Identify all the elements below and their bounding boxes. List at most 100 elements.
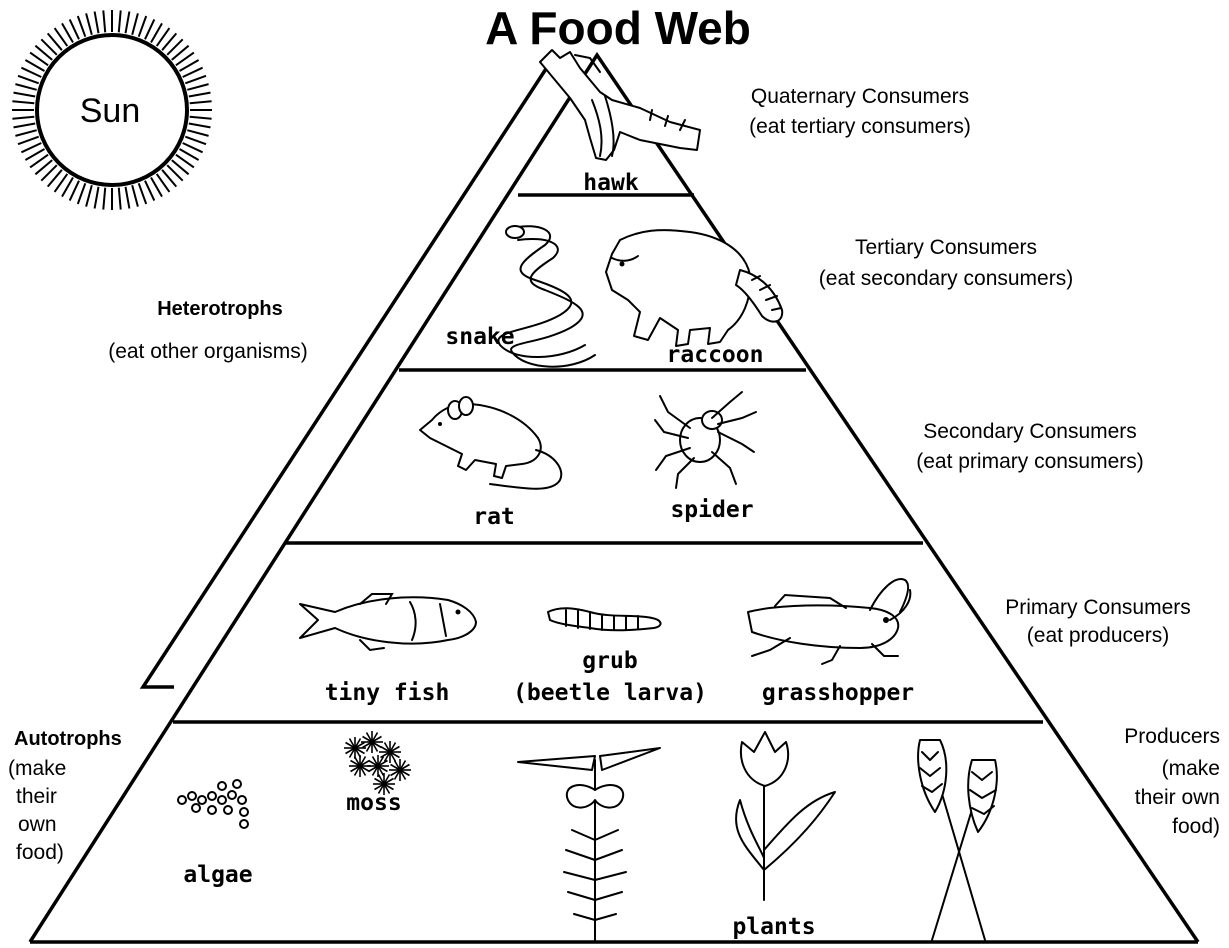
sun-ray bbox=[20, 66, 42, 78]
producers-desc-line-1: (make bbox=[1162, 757, 1220, 780]
sun-ray bbox=[188, 91, 211, 98]
label-rat: rat bbox=[473, 504, 515, 530]
sun-ray bbox=[189, 100, 212, 105]
sun-ray bbox=[15, 129, 37, 137]
sun-ray bbox=[166, 38, 184, 56]
sun-ray bbox=[85, 13, 93, 35]
quaternary-description: (eat tertiary consumers) bbox=[749, 115, 971, 138]
heterotroph-bracket bbox=[139, 54, 557, 689]
sun-rays bbox=[12, 10, 212, 210]
sun-ray bbox=[24, 148, 45, 161]
sun-ray bbox=[61, 22, 74, 43]
sun-ray bbox=[17, 74, 40, 85]
sun-ray bbox=[144, 18, 156, 40]
wheat-drawing bbox=[917, 739, 998, 941]
snake-drawing bbox=[497, 225, 596, 368]
label-moss: moss bbox=[346, 790, 401, 816]
sun-ray bbox=[124, 11, 131, 34]
label-grasshopper: grasshopper bbox=[762, 680, 914, 706]
sun-ray bbox=[40, 164, 58, 182]
sun-ray bbox=[155, 173, 171, 193]
sun-ray bbox=[182, 66, 204, 78]
sun-ray bbox=[13, 122, 36, 129]
sun-ray bbox=[20, 142, 42, 154]
sun-ray bbox=[117, 187, 122, 210]
producers-desc-line-2: their own bbox=[1135, 786, 1220, 809]
sun-ray bbox=[13, 91, 36, 98]
sun-ray bbox=[137, 182, 148, 205]
sun-ray bbox=[34, 44, 53, 61]
tiny-fish-drawing bbox=[299, 593, 477, 652]
hawk-drawing bbox=[539, 49, 701, 161]
sun-ray bbox=[46, 32, 63, 51]
autotrophs-desc-line-2: their bbox=[16, 785, 57, 808]
producers-title: Producers bbox=[1124, 725, 1220, 748]
sun-ray bbox=[161, 32, 178, 51]
sun-ray bbox=[61, 177, 74, 198]
heterotrophs-description: (eat other organisms) bbox=[108, 340, 308, 363]
tertiary-title: Tertiary Consumers bbox=[855, 236, 1037, 259]
producers-desc-line-3: food) bbox=[1172, 815, 1220, 838]
sun-ray bbox=[182, 142, 204, 154]
grasshopper-drawing bbox=[747, 578, 912, 665]
sun-ray bbox=[189, 115, 212, 120]
sun-ray bbox=[68, 18, 80, 40]
label-algae: algae bbox=[183, 862, 252, 888]
sun-ray bbox=[117, 10, 122, 33]
sun-ray bbox=[131, 185, 139, 207]
sun-ray bbox=[24, 59, 45, 72]
label-spider: spider bbox=[670, 497, 753, 523]
sun-ray bbox=[93, 11, 100, 34]
pyramid-outer-outline bbox=[28, 51, 1200, 943]
sun-ray bbox=[85, 185, 93, 207]
grub-drawing bbox=[547, 607, 662, 632]
label-tiny-fish: tiny fish bbox=[325, 680, 450, 706]
sun-ray bbox=[46, 169, 63, 188]
sun-ray bbox=[76, 15, 87, 38]
sun-ray bbox=[187, 83, 209, 91]
sun-ray bbox=[124, 186, 131, 209]
spider-drawing bbox=[654, 391, 757, 489]
moss-tuft bbox=[373, 773, 395, 795]
label-hawk: hawk bbox=[583, 170, 639, 196]
sun-ray bbox=[155, 27, 171, 47]
sun-ray bbox=[76, 182, 87, 205]
sun-ray bbox=[12, 115, 35, 120]
sun-ray bbox=[171, 159, 190, 176]
sun-ray bbox=[68, 180, 80, 202]
sun-label: Sun bbox=[80, 92, 141, 130]
label-plants: plants bbox=[732, 914, 815, 940]
sun-ray bbox=[53, 173, 69, 193]
sun-ray bbox=[53, 27, 69, 47]
sun-ray bbox=[150, 22, 163, 43]
sun-ray bbox=[40, 38, 58, 56]
sun-ray bbox=[12, 100, 35, 105]
autotrophs-desc-line-3: own bbox=[18, 813, 57, 836]
moss-drawing bbox=[344, 731, 411, 795]
sun-ray bbox=[34, 159, 53, 176]
heterotrophs-title: Heterotrophs bbox=[157, 298, 283, 320]
tulip-drawing bbox=[735, 731, 836, 901]
sun-ray bbox=[166, 164, 184, 182]
sun-disc bbox=[35, 33, 189, 187]
pyramid bbox=[28, 51, 1200, 944]
sun-ray bbox=[15, 83, 37, 91]
moss-tuft bbox=[389, 759, 411, 781]
sun-ray bbox=[102, 10, 107, 33]
sun-ray bbox=[184, 74, 207, 85]
moss-tuft bbox=[349, 755, 371, 777]
sun: Sun bbox=[12, 10, 212, 210]
algae-drawing bbox=[177, 779, 249, 829]
sun-ray bbox=[171, 44, 190, 61]
sun-ray bbox=[137, 15, 148, 38]
autotrophs-desc-line-1: (make bbox=[8, 757, 66, 780]
sun-ray bbox=[188, 122, 211, 129]
sun-ray bbox=[144, 180, 156, 202]
sun-ray bbox=[175, 153, 195, 169]
label-snake: snake bbox=[445, 324, 514, 350]
moss-tuft bbox=[379, 741, 401, 763]
sprout-drawing bbox=[517, 747, 661, 943]
sun-ray bbox=[179, 59, 200, 72]
sun-ray bbox=[187, 129, 209, 137]
